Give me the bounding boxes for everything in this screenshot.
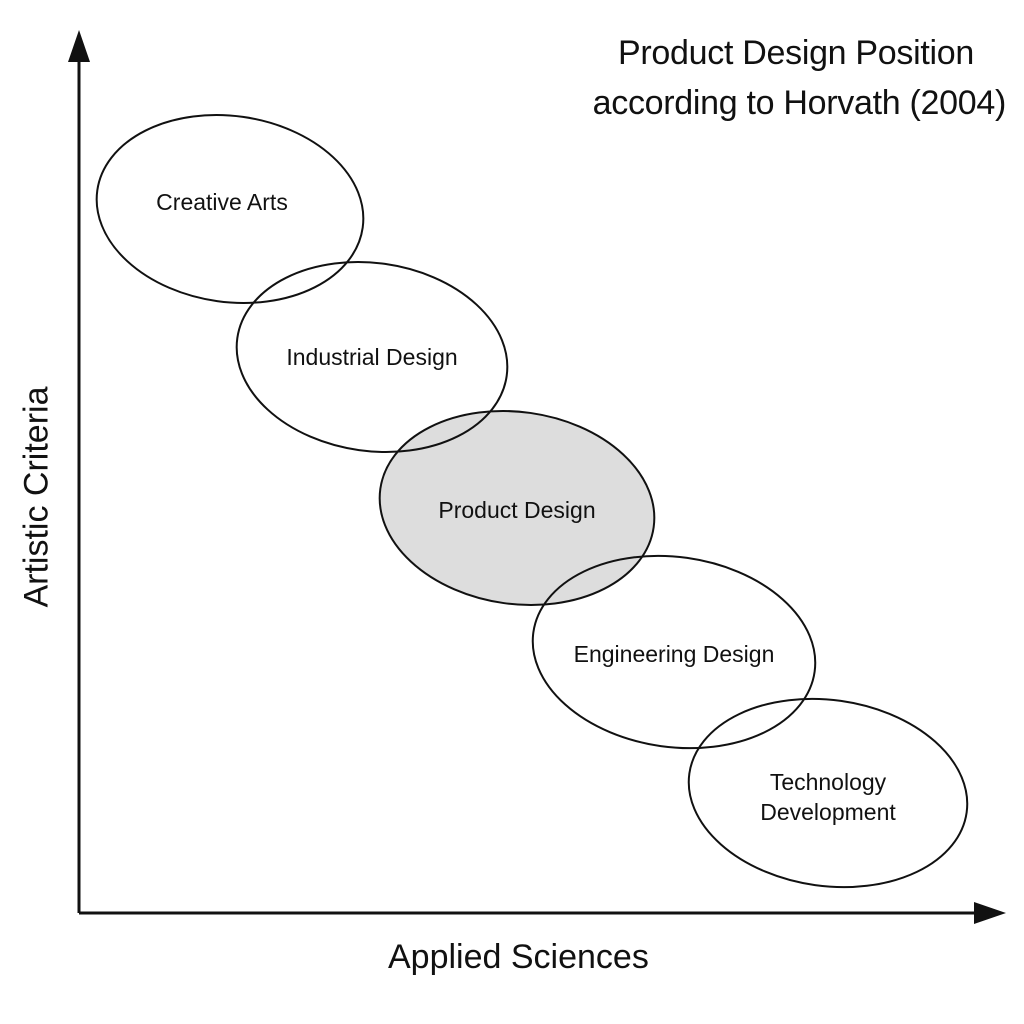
diagram-title-line-2: according to Horvath (2004) <box>592 84 1007 122</box>
y-axis-arrowhead <box>68 30 90 62</box>
engineering-design-label: Engineering Design <box>574 641 775 667</box>
diagram-title-line-1: Product Design Position <box>618 34 974 72</box>
technology-development-ellipse <box>687 697 969 889</box>
y-axis-label: Artistic Criteria <box>17 386 56 608</box>
technology-development-label: Development <box>760 799 896 825</box>
creative-arts-ellipse <box>95 114 365 304</box>
ellipse-fill-layer <box>379 411 655 605</box>
ellipse-outline-layer <box>95 114 969 889</box>
industrial-design-ellipse <box>235 261 509 453</box>
creative-arts-label: Creative Arts <box>156 189 288 215</box>
product-design-ellipse <box>378 410 656 606</box>
engineering-design-ellipse <box>531 554 817 750</box>
x-axis-label: Applied Sciences <box>388 938 649 976</box>
industrial-design-label: Industrial Design <box>286 344 457 370</box>
product-design-label: Product Design <box>438 497 595 523</box>
technology-development-label: Technology <box>770 769 887 795</box>
product-design-ellipse-fill <box>379 411 655 605</box>
x-axis-arrowhead <box>974 902 1006 924</box>
